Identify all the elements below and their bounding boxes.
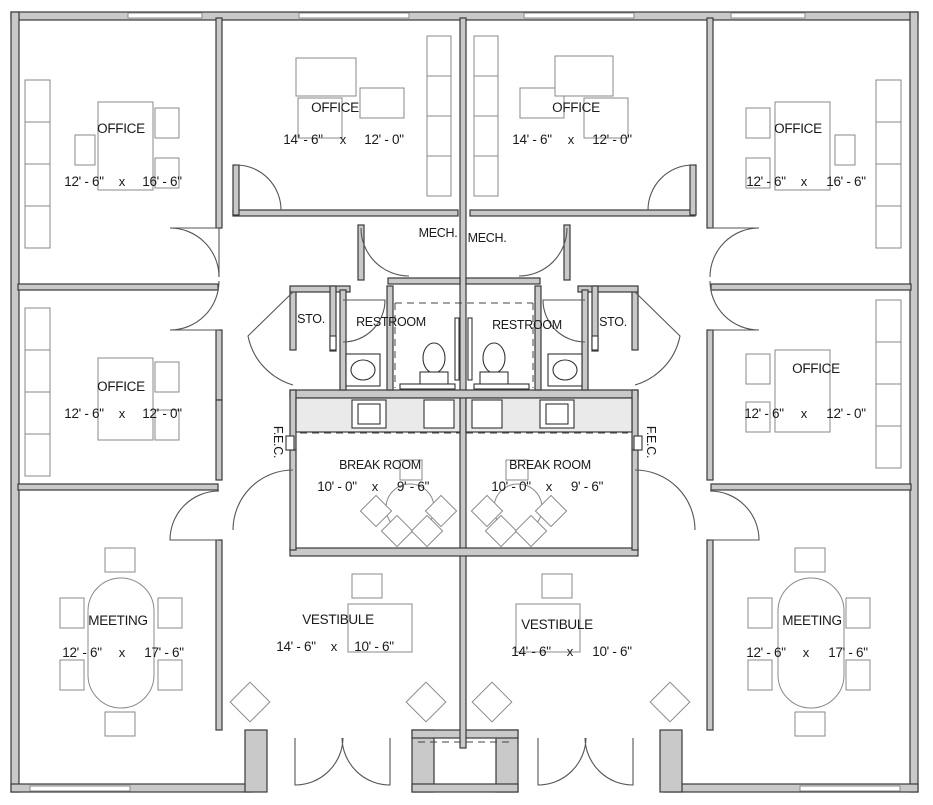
fec-r-label: F.E.C. [644, 426, 658, 458]
office-ml-width: 12' - 6" [64, 406, 104, 421]
mech-l-name: MECH. [419, 226, 458, 240]
meeting-r-x: x [803, 645, 810, 660]
office-tl-height: 16' - 6" [142, 174, 182, 189]
vestibule-l-width: 14' - 6" [276, 639, 316, 654]
meeting-l-name: MEETING [88, 613, 147, 628]
office-tr-height: 16' - 6" [826, 174, 866, 189]
vestibule-l-height: 10' - 6" [354, 639, 394, 654]
meeting-l-x: x [119, 645, 126, 660]
office-mr-width: 12' - 6" [744, 406, 784, 421]
break-l-height: 9' - 6" [397, 479, 430, 494]
break-r-height: 9' - 6" [571, 479, 604, 494]
fec-l-label: F.E.C. [271, 426, 285, 458]
vestibule-l-name: VESTIBULE [302, 612, 374, 627]
vestibule-l-x: x [331, 639, 338, 654]
dashed-lines [300, 302, 628, 743]
break-l-x: x [372, 479, 379, 494]
meeting-l-height: 17' - 6" [144, 645, 184, 660]
vestibule-r-x: x [567, 644, 574, 659]
meeting-r-height: 17' - 6" [828, 645, 868, 660]
office-tc2-height: 12' - 0" [592, 132, 632, 147]
office-tc-height: 12' - 0" [364, 132, 404, 147]
furniture [24, 35, 902, 737]
break-r-width: 10' - 0" [491, 479, 531, 494]
meeting-l-width: 12' - 6" [62, 645, 102, 660]
doors [169, 164, 760, 786]
office-tr-name: OFFICE [774, 121, 822, 136]
vestibule-r-name: VESTIBULE [521, 617, 593, 632]
sto-r-name: STO. [599, 315, 627, 329]
meeting-r-width: 12' - 6" [746, 645, 786, 660]
office-mr-height: 12' - 0" [826, 406, 866, 421]
mech-r-name: MECH. [468, 231, 507, 245]
break-l-name: BREAK ROOM [339, 458, 421, 472]
break-l-width: 10' - 0" [317, 479, 357, 494]
office-tc2-x: x [568, 132, 575, 147]
room-labels: OFFICE 12' - 6" x 16' - 6" OFFICE 14' - … [62, 100, 868, 660]
office-ml-height: 12' - 0" [142, 406, 182, 421]
office-tc-width: 14' - 6" [283, 132, 323, 147]
office-tl-x: x [119, 174, 126, 189]
vestibule-r-height: 10' - 6" [592, 644, 632, 659]
restroom-r-name: RESTROOM [492, 318, 562, 332]
break-r-x: x [546, 479, 553, 494]
office-tc2-name: OFFICE [552, 100, 600, 115]
office-tr-width: 12' - 6" [746, 174, 786, 189]
office-tc-x: x [340, 132, 347, 147]
office-mr-x: x [801, 406, 808, 421]
office-tr-x: x [801, 174, 808, 189]
interior-walls [17, 17, 912, 749]
office-ml-x: x [119, 406, 126, 421]
office-ml-name: OFFICE [97, 379, 145, 394]
core-fixtures [285, 317, 643, 451]
restroom-l-name: RESTROOM [356, 315, 426, 329]
office-tc-name: OFFICE [311, 100, 359, 115]
vestibule-r-width: 14' - 6" [511, 644, 551, 659]
sto-l-name: STO. [297, 312, 325, 326]
office-tc2-width: 14' - 6" [512, 132, 552, 147]
office-tl-width: 12' - 6" [64, 174, 104, 189]
meeting-r-name: MEETING [782, 613, 841, 628]
break-r-name: BREAK ROOM [509, 458, 591, 472]
office-mr-name: OFFICE [792, 361, 840, 376]
office-tl-name: OFFICE [97, 121, 145, 136]
